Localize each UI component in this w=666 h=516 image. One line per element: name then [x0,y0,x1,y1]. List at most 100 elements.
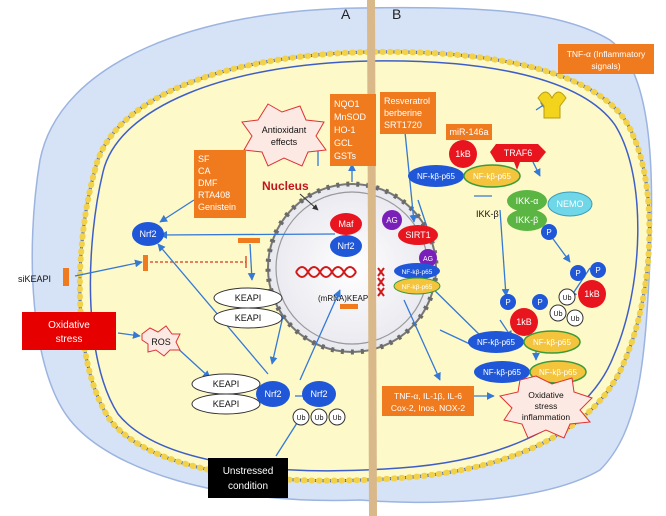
ikb-right [578,280,606,308]
ub-right-2-label: Ub [554,311,563,318]
ub-right-3-label: Ub [571,316,580,323]
p-right-1-label: P [575,269,580,278]
oxidative-stress-input-line1: Oxidative [48,320,90,331]
sikeapi-bar [63,268,69,286]
ikk-beta [507,209,547,231]
ikb-right-label: 1kB [584,289,600,299]
traf6 [490,144,546,170]
ros-burst [141,325,181,357]
ub-left-2-label: Ub [315,415,324,422]
unstressed-line2: condition [228,481,268,492]
ub-left-1-label: Ub [297,415,306,422]
ikb-top-label: 1kB [455,149,471,159]
nrf2-keapi-bound [256,381,290,407]
ag-upper-label: AG [386,216,398,225]
panel-label-b: B [392,6,401,22]
sikeapi-label: siKEAPI [18,274,51,284]
ikb-mid [510,308,538,336]
nfkb-p65-top-blue [408,165,464,187]
activator-dmf: DMF [198,178,218,188]
tnf-signal-line1: TNF-α (Inflammatory [567,49,646,59]
mir146a-label: miR-146a [449,127,488,137]
mir146a-box [446,124,492,140]
oxidative-stress-input-box [22,312,116,350]
p-right-1 [570,265,586,281]
nfkb-nuclear-blue-label: NF-kβ-p65 [402,269,433,276]
enzyme-gsts: GSTs [334,151,357,161]
ub-right-1-label: Ub [563,295,572,302]
tnf-signal-line2: signals) [591,61,620,71]
antioxidant-effects-line2: effects [271,137,298,147]
ros-label: ROS [151,337,171,347]
p-mid-2 [532,294,548,310]
nrf2-cytoplasm [132,222,164,246]
nfkb-p65-low-blue-label: NF-kβ-p65 [483,368,521,377]
cytokines-box [382,386,474,416]
p-mid-1 [500,294,516,310]
keapi-middle-bottom-label: KEAPI [235,313,262,323]
ag-upper [382,210,402,230]
ub-left-3 [328,408,346,426]
nrf2-ubiquitinated [302,381,336,407]
keapi-bottom-top-label: KEAPI [213,379,240,389]
nfkb-nuclear-yellow [393,277,441,295]
keapi-middle-bottom [213,307,283,329]
inhibitor-bar-upper [238,238,260,243]
ub-left-3-label: Ub [333,415,342,422]
oxidative-stress-outcome-line3: inflammation [522,412,570,422]
nrf2-cytoplasm-label: Nrf2 [139,229,156,239]
nucleus-pointer [299,193,319,211]
nfkb-p65-top-blue-label: NF-kβ-p65 [417,172,455,181]
dna-helix-left [295,266,357,278]
cell-membrane-beads [76,48,653,484]
maf-nuclear [330,213,362,235]
ub-right-3 [566,309,584,327]
p-mid-1-label: P [505,298,510,307]
keapi-bottom-bottom-label: KEAPI [213,399,240,409]
ub-right-2 [549,304,567,322]
sirt1 [398,225,438,245]
nucleus-label: Nucleus [262,179,309,193]
antioxidant-effects-line1: Antioxidant [262,125,307,135]
nfkb-p65-mid-yellow-label: NF-kβ-p65 [533,338,571,347]
nrf2-nuclear-label: Nrf2 [337,241,354,251]
ag-lower [419,249,437,267]
traf6-label: TRAF6 [504,148,533,158]
ikk-alpha [507,190,547,212]
activator-rta408: RTA408 [198,190,230,200]
cell-membrane-inner [89,60,639,472]
enzyme-nqo1: NQO1 [334,99,360,109]
sirt1-label: SIRT1 [405,230,430,240]
cytokines-line1: TNF-α, IL-1β, IL-6 [394,391,462,401]
unstressed-condition-box [208,458,288,498]
ikb-top [449,140,477,168]
panel-label-a: A [341,6,351,22]
activator-box [194,150,246,218]
tnf-receptor [537,91,567,119]
keapi-middle-top-label: KEAPI [235,293,262,303]
maf-nuclear-label: Maf [338,219,354,229]
nfkb-nuclear-blue [394,263,440,279]
oxidative-stress-outcome-line1: Oxidative [528,390,564,400]
oxidative-stress-input-line2: stress [56,334,83,345]
ikk-phospho-label: P [546,228,551,237]
cytokines-line2: Cox-2, Inos, NOX-2 [391,403,465,413]
nfkb-nuclear-yellow-label: NF-kβ-p65 [402,284,433,291]
antioxidant-effects-burst [241,103,327,167]
oxidative-stress-inflammation-burst [499,375,593,439]
nfkb-p65-top-yellow-label: NF-kβ-p65 [473,172,511,181]
unstressed-line1: Unstressed [223,466,274,477]
oxidative-stress-outcome-line2: stress [535,401,558,411]
enzyme-gcl: GCL [334,138,353,148]
nemo [547,191,593,217]
enzyme-box [330,94,376,166]
ag-lower-label: AG [423,256,433,263]
sirt-activators-box [380,92,436,134]
nrf2-nuclear [330,235,362,257]
sirt-activator-resveratrol: Resveratrol [384,96,430,106]
p-mid-2-label: P [537,298,542,307]
dna-helix-left-b [295,266,357,278]
nrf2-ubiquitinated-label: Nrf2 [310,389,327,399]
ikk-alpha-label: IKK-α [516,196,539,206]
